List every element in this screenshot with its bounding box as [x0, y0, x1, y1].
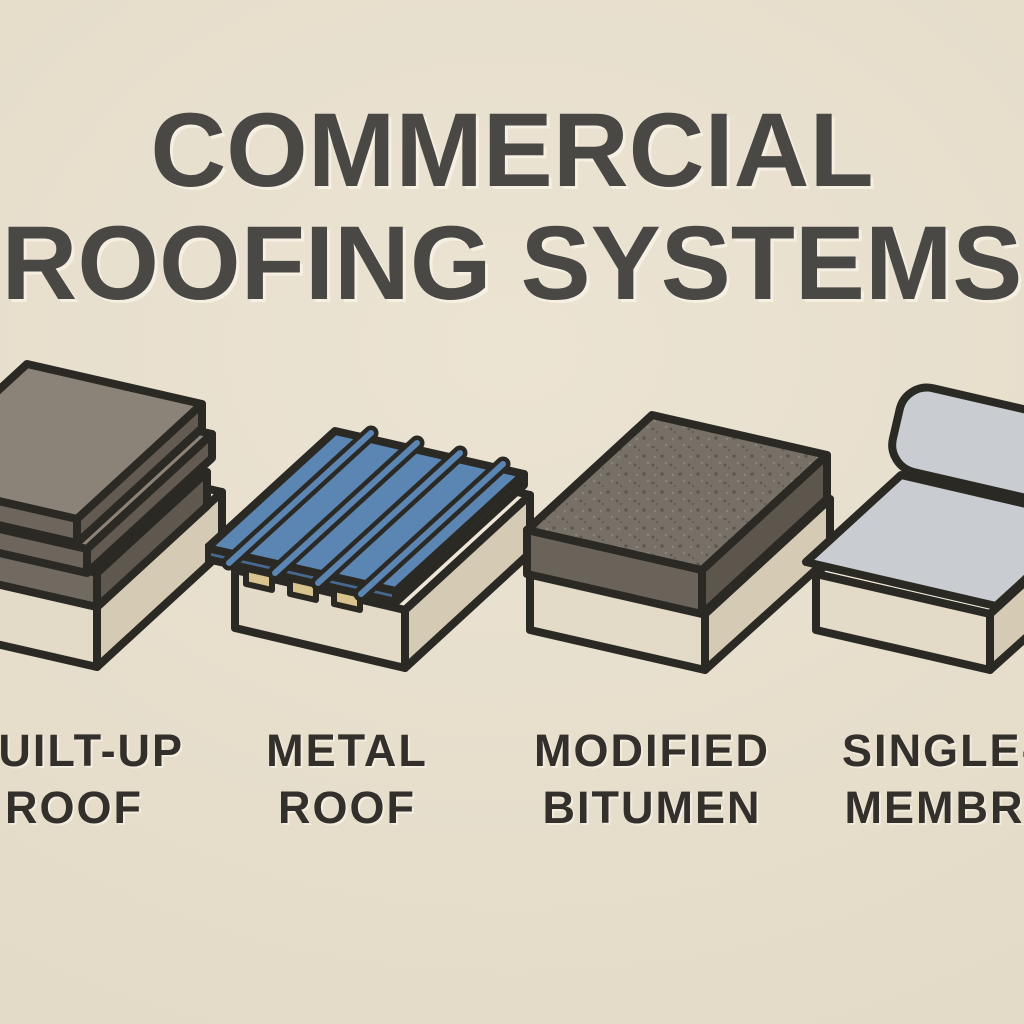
label-line: MODIFIED — [534, 725, 770, 776]
bitumen-cap-sheet — [523, 411, 831, 618]
page-title: COMMERCIAL ROOFING SYSTEMS — [0, 94, 1024, 320]
metal-panel — [205, 425, 528, 606]
built-up-roof-illustration — [0, 360, 226, 671]
label-metal-roof: METAL ROOF — [266, 722, 428, 836]
layer-right-face — [93, 468, 211, 611]
sheet-top-face — [802, 471, 1024, 610]
rib-seam-top — [272, 440, 420, 576]
label-line: SINGLE-PLY — [842, 725, 1024, 776]
rolled-membrane — [888, 383, 1024, 516]
label-line: BUILT-UP — [0, 725, 185, 776]
slab-top-face-granulated — [523, 411, 831, 574]
membrane-sheet — [802, 471, 1024, 610]
upper-ply-slab — [0, 360, 206, 547]
modified-bitumen-illustration — [523, 411, 834, 674]
rib-seam-top — [226, 430, 374, 566]
membrane-roll — [888, 383, 1024, 516]
base-right-face — [986, 577, 1024, 674]
slab-right-face — [73, 400, 206, 547]
title-line-1: COMMERCIAL — [150, 92, 874, 210]
slab-right-face — [83, 430, 216, 577]
label-line: BITUMEN — [542, 782, 762, 833]
standing-seams — [221, 425, 511, 602]
label-line: ROOF — [277, 782, 416, 833]
title-line-2: ROOFING SYSTEMS — [1, 205, 1023, 323]
rib-seam-top — [315, 450, 463, 586]
label-modified-bitumen: MODIFIED BITUMEN — [534, 722, 770, 836]
metal-roof-illustration — [205, 425, 534, 672]
label-line: ROOF — [5, 782, 143, 833]
label-single-ply-membrane: SINGLE-PLY MEMBRANE — [842, 722, 1024, 836]
single-ply-membrane-illustration — [802, 383, 1024, 674]
label-built-up-roof: BUILT-UP ROOF — [0, 722, 184, 836]
label-line: METAL — [266, 725, 428, 776]
label-line: MEMBRANE — [844, 782, 1024, 833]
rib-seam-top — [358, 461, 506, 597]
